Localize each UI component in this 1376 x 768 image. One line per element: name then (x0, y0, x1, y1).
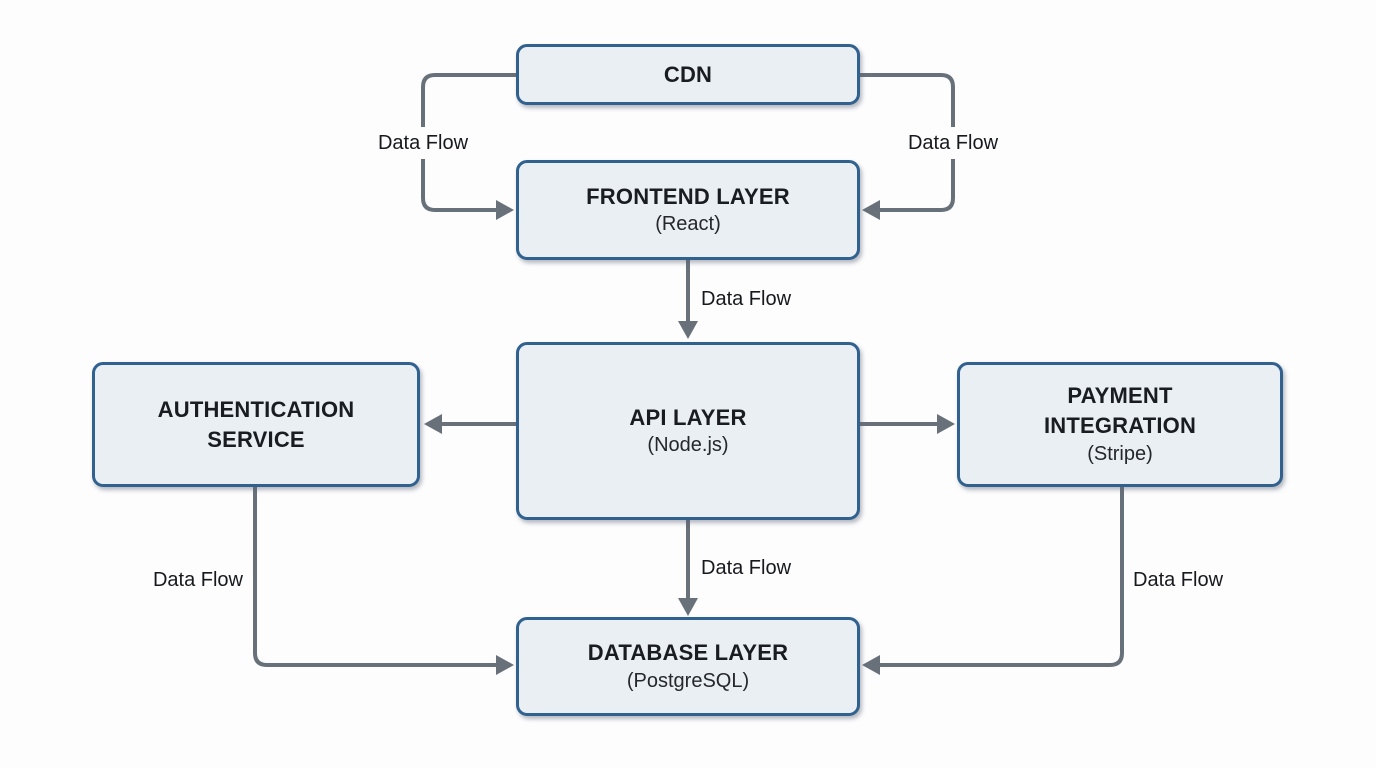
node-database-title: DATABASE LAYER (587, 640, 789, 666)
node-cdn: CDN (516, 44, 860, 105)
edge-label-auth-database: Data Flow (152, 569, 243, 591)
node-payment-title-line1: PAYMENT (1067, 383, 1173, 409)
node-database-subtitle: (PostgreSQL) (626, 669, 750, 692)
edge-payment-to-database (862, 487, 1124, 675)
node-api-layer: API LAYER (Node.js) (516, 342, 860, 520)
edge-label-api-database: Data Flow (701, 557, 792, 579)
node-auth-title-line2: SERVICE (207, 426, 305, 452)
node-api-subtitle: (Node.js) (647, 434, 729, 457)
edge-api-to-payment (860, 414, 955, 434)
node-payment-integration: PAYMENT INTEGRATION (Stripe) (957, 362, 1283, 487)
edge-auth-to-database (253, 487, 514, 675)
node-payment-title-line2: INTEGRATION (1043, 413, 1197, 438)
node-authentication-service: AUTHENTICATION SERVICE (92, 362, 420, 487)
node-payment-subtitle: (Stripe) (1087, 442, 1153, 465)
edge-api-to-auth (424, 414, 516, 434)
edge-label-cdn-frontend-right: Data Flow (900, 127, 1006, 159)
node-cdn-title: CDN (663, 61, 713, 87)
node-database-layer: DATABASE LAYER (PostgreSQL) (516, 617, 860, 716)
edge-label-frontend-api: Data Flow (701, 288, 792, 310)
edge-label-cdn-frontend-left: Data Flow (370, 127, 476, 159)
node-frontend-subtitle: (React) (655, 213, 721, 236)
node-api-title: API LAYER (629, 404, 747, 430)
node-auth-title-line1: AUTHENTICATION (157, 396, 355, 422)
node-frontend-layer: FRONTEND LAYER (React) (516, 160, 860, 260)
edge-frontend-to-api (678, 260, 698, 339)
edge-label-payment-database: Data Flow (1133, 569, 1224, 591)
node-frontend-title: FRONTEND LAYER (586, 183, 790, 209)
edge-api-to-database (678, 520, 698, 616)
